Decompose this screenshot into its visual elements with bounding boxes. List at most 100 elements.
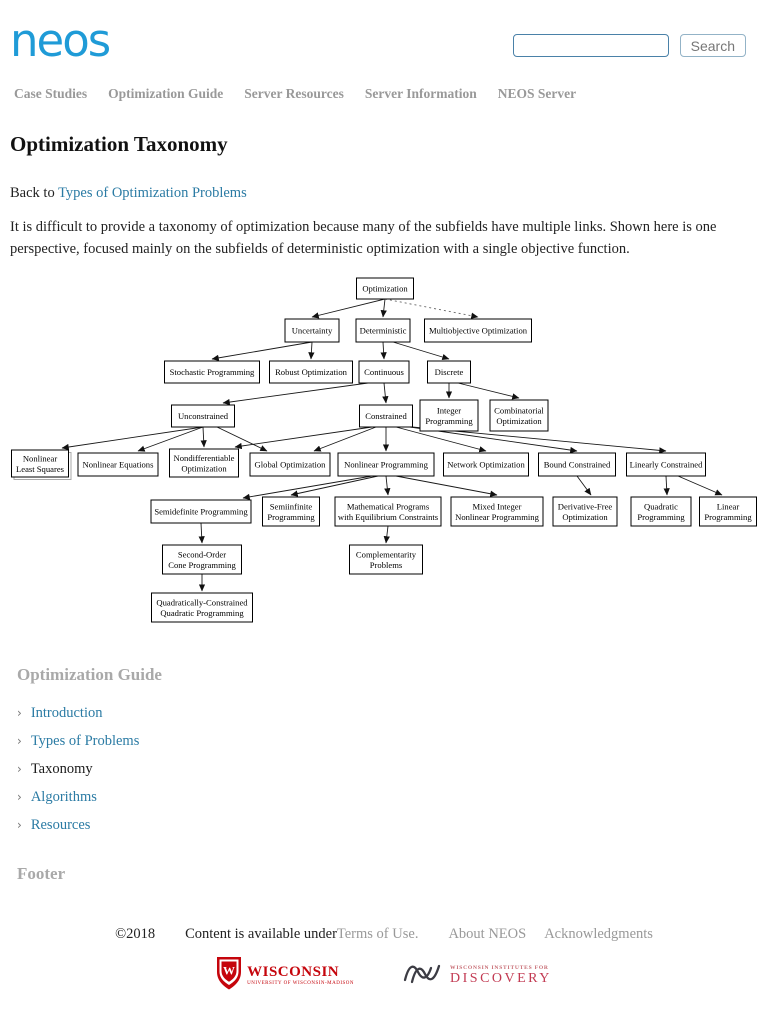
wisconsin-logo[interactable]: W WISCONSIN UNIVERSITY OF WISCONSIN-MADI… — [216, 956, 354, 995]
page-title: Optimization Taxonomy — [10, 132, 228, 156]
svg-text:Quadratic Programming: Quadratic Programming — [160, 608, 244, 618]
svg-text:Bound Constrained: Bound Constrained — [544, 460, 611, 470]
svg-text:Programming: Programming — [267, 512, 315, 522]
node-unconstrained[interactable]: Unconstrained — [171, 404, 235, 428]
edge-optimization-to-multiobjective — [384, 298, 479, 319]
terms-of-use-link[interactable]: Terms of Use. — [336, 926, 419, 942]
edge-mpec-to-complementarity — [383, 525, 390, 544]
node-bound[interactable]: Bound Constrained — [538, 452, 616, 477]
svg-text:Nonlinear Programming: Nonlinear Programming — [455, 512, 539, 522]
nav-server-information[interactable]: Server Information — [364, 86, 477, 101]
footer-heading: Footer — [17, 864, 66, 883]
nav-neos-server[interactable]: NEOS Server — [497, 86, 577, 101]
back-link[interactable]: Types of Optimization Problems — [58, 185, 247, 201]
svg-text:Mathematical Programs: Mathematical Programs — [347, 501, 430, 511]
guide-item-taxonomy[interactable]: ›Taxonomy — [17, 761, 768, 778]
node-uncertainty[interactable]: Uncertainty — [284, 318, 340, 343]
svg-text:Nonlinear Programming: Nonlinear Programming — [344, 460, 428, 470]
discovery-logo[interactable]: WISCONSIN INSTITUTES FOR DISCOVERY — [402, 959, 552, 992]
svg-text:Optimization: Optimization — [496, 416, 542, 426]
footer-logos: W WISCONSIN UNIVERSITY OF WISCONSIN-MADI… — [0, 956, 768, 995]
search-input[interactable] — [512, 34, 669, 57]
node-linearly[interactable]: Linearly Constrained — [626, 452, 706, 477]
edge-unconstrained-to-nondiff — [200, 426, 207, 448]
acknowledgments-link[interactable]: Acknowledgments — [544, 926, 653, 942]
nav-optimization-guide[interactable]: Optimization Guide — [108, 86, 224, 101]
svg-text:Complementarity: Complementarity — [356, 549, 417, 559]
footer-info-row: ©2018 Content is available under Terms o… — [0, 926, 768, 943]
search-button[interactable]: Search — [679, 34, 746, 57]
node-semidefinite[interactable]: Semidefinite Programming — [150, 499, 252, 524]
node-discrete[interactable]: Discrete — [427, 360, 471, 384]
svg-text:Deterministic: Deterministic — [360, 326, 407, 336]
main-nav: Case Studies Optimization Guide Server R… — [0, 86, 768, 102]
node-continuous[interactable]: Continuous — [358, 360, 410, 384]
node-stochastic[interactable]: Stochastic Programming — [164, 360, 260, 384]
node-robust[interactable]: Robust Optimization — [269, 360, 353, 384]
guide-item-label: Resources — [30, 817, 91, 833]
svg-text:Quadratic: Quadratic — [644, 501, 678, 511]
svg-text:Cone Programming: Cone Programming — [168, 560, 236, 570]
node-global[interactable]: Global Optimization — [249, 452, 331, 477]
guide-item-introduction[interactable]: ›Introduction — [17, 705, 768, 722]
node-nonlinear-eq[interactable]: Nonlinear Equations — [77, 452, 159, 477]
guide-item-types-of-problems[interactable]: ›Types of Problems — [17, 733, 768, 750]
edge-nlp-to-mpec — [384, 475, 391, 496]
svg-text:Linearly Constrained: Linearly Constrained — [630, 460, 703, 470]
node-nlp[interactable]: Nonlinear Programming — [337, 452, 435, 477]
node-multiobjective[interactable]: Multiobjective Optimization — [424, 318, 532, 343]
intro-paragraph: It is difficult to provide a taxonomy of… — [10, 219, 717, 257]
svg-text:Nondifferentiable: Nondifferentiable — [174, 453, 235, 463]
edge-unconstrained-to-nls — [61, 426, 204, 451]
guide-item-algorithms[interactable]: ›Algorithms — [17, 789, 768, 806]
svg-text:Continuous: Continuous — [364, 367, 404, 377]
edge-deterministic-to-discrete — [392, 341, 450, 361]
svg-text:Nonlinear: Nonlinear — [23, 453, 58, 463]
node-optimization[interactable]: Optimization — [356, 277, 414, 300]
edge-deterministic-to-continuous — [380, 341, 387, 360]
svg-text:W: W — [223, 964, 235, 978]
neos-logo[interactable]: neos — [10, 14, 111, 67]
edge-optimization-to-uncertainty — [311, 298, 386, 319]
node-constrained[interactable]: Constrained — [359, 404, 413, 428]
svg-text:Nonlinear Equations: Nonlinear Equations — [83, 460, 155, 470]
edge-nlp-to-minlp — [395, 475, 498, 497]
discovery-wave-icon — [402, 959, 444, 992]
content-license-text: Content is available under — [185, 926, 337, 942]
edge-constrained-to-nondiff — [234, 426, 373, 450]
edge-nlp-to-semiinfinite — [290, 475, 379, 497]
edge-uncertainty-to-stochastic — [211, 341, 313, 361]
nav-case-studies[interactable]: Case Studies — [14, 86, 88, 101]
site-header: neos Search — [0, 0, 768, 80]
edge-discrete-to-combinatorial — [457, 382, 520, 400]
node-deterministic[interactable]: Deterministic — [355, 318, 411, 343]
chevron-right-icon: › — [17, 706, 22, 720]
svg-text:Stochastic Programming: Stochastic Programming — [170, 367, 255, 377]
edge-uncertainty-to-robust — [308, 341, 315, 360]
svg-text:Linear: Linear — [717, 501, 740, 511]
node-network[interactable]: Network Optimization — [443, 452, 529, 477]
chevron-right-icon: › — [17, 818, 22, 832]
svg-text:with Equilibrium Constraints: with Equilibrium Constraints — [338, 512, 439, 522]
svg-text:Constrained: Constrained — [365, 411, 407, 421]
edge-unconstrained-to-nonlinear-eq — [137, 426, 204, 452]
about-neos-link[interactable]: About NEOS — [448, 926, 527, 942]
svg-text:Quadratically-Constrained: Quadratically-Constrained — [156, 597, 248, 607]
guide-item-resources[interactable]: › Resources — [17, 817, 768, 834]
chevron-right-icon: › — [17, 790, 22, 804]
nav-server-resources[interactable]: Server Resources — [244, 86, 344, 101]
wisconsin-subtext: UNIVERSITY OF WISCONSIN-MADISON — [247, 981, 355, 986]
